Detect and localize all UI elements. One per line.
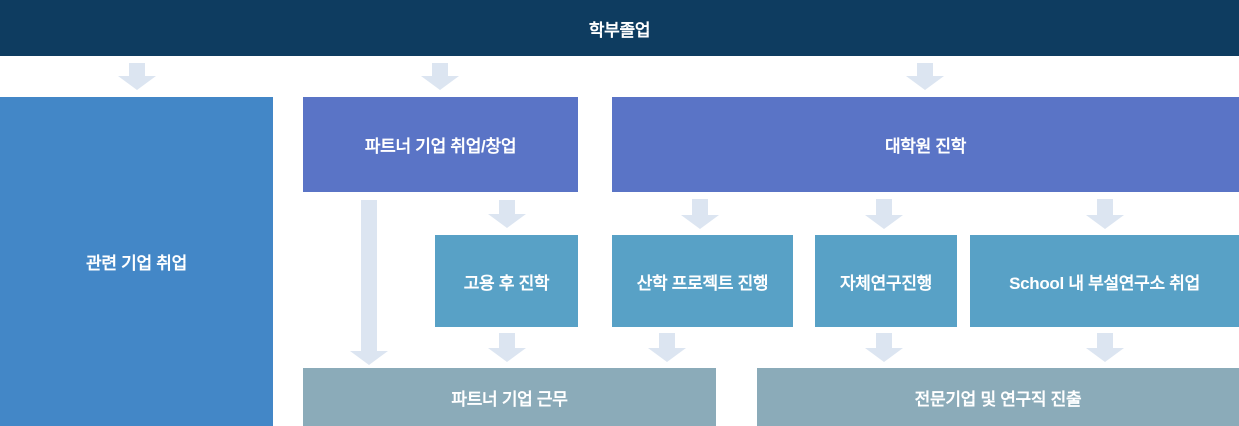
node-undergraduate-graduation: 학부졸업	[0, 0, 1239, 56]
arrow-shaft	[129, 63, 145, 76]
down-arrow-icon	[488, 333, 526, 362]
arrow-head	[421, 76, 459, 90]
node-label: 관련 기업 취업	[86, 254, 187, 273]
node-label: 파트너 기업 취업/창업	[364, 137, 517, 156]
arrow-head	[488, 214, 526, 228]
arrow-shaft	[432, 63, 448, 76]
node-partner-company-employment-startup: 파트너 기업 취업/창업	[303, 97, 578, 192]
arrow-head	[865, 348, 903, 362]
node-professional-company-research-advance: 전문기업 및 연구직 진출	[757, 368, 1239, 426]
arrow-head	[118, 76, 156, 90]
down-arrow-icon	[118, 63, 156, 90]
node-partner-company-work: 파트너 기업 근무	[303, 368, 716, 426]
arrow-shaft	[659, 333, 675, 348]
arrow-head	[865, 215, 903, 229]
down-arrow-icon	[1086, 333, 1124, 362]
down-arrow-icon	[681, 199, 719, 229]
down-arrow-icon	[421, 63, 459, 90]
arrow-shaft	[499, 200, 515, 214]
arrow-head	[681, 215, 719, 229]
arrow-shaft	[1097, 333, 1113, 348]
node-study-after-employment: 고용 후 진학	[435, 235, 578, 327]
down-arrow-icon	[906, 63, 944, 90]
node-label: 전문기업 및 연구직 진출	[914, 389, 1082, 409]
node-label: 고용 후 진학	[463, 273, 550, 293]
node-label: 산학 프로젝트 진행	[636, 273, 769, 293]
down-arrow-icon	[1086, 199, 1124, 229]
down-arrow-icon	[350, 200, 388, 365]
arrow-shaft	[499, 333, 515, 348]
node-school-affiliated-institute-employment: School 내 부설연구소 취업	[970, 235, 1239, 327]
arrow-head	[1086, 348, 1124, 362]
down-arrow-icon	[865, 199, 903, 229]
node-independent-research: 자체연구진행	[815, 235, 957, 327]
node-label: 파트너 기업 근무	[451, 389, 568, 409]
node-related-company-employment: 관련 기업 취업	[0, 97, 273, 426]
down-arrow-icon	[488, 200, 526, 228]
arrow-shaft	[1097, 199, 1113, 215]
arrow-shaft	[692, 199, 708, 215]
node-label: School 내 부설연구소 취업	[1009, 273, 1200, 293]
arrow-shaft	[917, 63, 933, 76]
node-industry-academia-project: 산학 프로젝트 진행	[612, 235, 793, 327]
arrow-shaft	[876, 333, 892, 348]
down-arrow-icon	[865, 333, 903, 362]
node-label: 학부졸업	[588, 20, 651, 40]
node-graduate-school: 대학원 진학	[612, 97, 1239, 192]
down-arrow-icon	[648, 333, 686, 362]
arrow-head	[906, 76, 944, 90]
arrow-head	[488, 348, 526, 362]
arrow-head	[350, 351, 388, 365]
arrow-shaft	[361, 200, 377, 351]
arrow-head	[648, 348, 686, 362]
node-label: 자체연구진행	[839, 273, 933, 293]
arrow-head	[1086, 215, 1124, 229]
node-label: 대학원 진학	[884, 137, 967, 156]
arrow-shaft	[876, 199, 892, 215]
